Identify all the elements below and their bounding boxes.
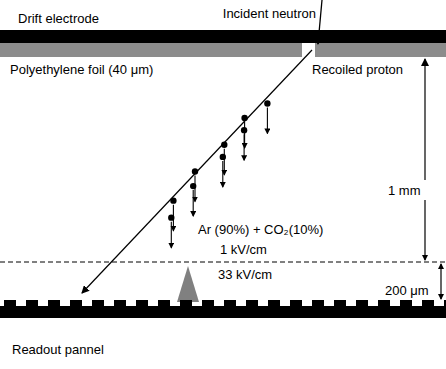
dimension-line: [440, 264, 441, 281]
electrode-label: Drift electrode: [18, 11, 99, 26]
drift-arrow: [171, 222, 172, 248]
drift-arrow: [224, 149, 225, 175]
readout-pads: [0, 300, 446, 306]
drift-arrow: [193, 190, 194, 216]
electron-dot: [241, 115, 247, 121]
drift-arrow: [267, 107, 268, 133]
panel-label: Readout pannel: [12, 342, 104, 357]
electron-dot: [241, 127, 247, 133]
drift-arrow: [222, 161, 223, 187]
gas-label: Ar (90%) + CO₂(10%): [198, 222, 323, 237]
mesh-line: [0, 262, 446, 263]
drift-electrode: [0, 30, 446, 43]
drift-arrow: [244, 134, 245, 160]
dimension-label: 1 mm: [388, 183, 421, 198]
avalanche: [177, 266, 199, 302]
proton-label: Recoiled proton: [312, 62, 403, 77]
electron-dot: [168, 214, 174, 220]
polyethylene-foil: [315, 43, 446, 57]
field-label: 33 kV/cm: [218, 267, 272, 282]
dimension-line: [424, 59, 425, 180]
readout-panel: [0, 306, 446, 318]
dimension-label: 200 μm: [385, 283, 429, 298]
proton-track: [82, 50, 312, 293]
dimension-line: [440, 281, 441, 299]
dimension-line: [424, 200, 425, 260]
polyethylene-foil: [0, 43, 302, 57]
electron-dot: [264, 100, 270, 106]
electron-dot: [190, 183, 196, 189]
electron-dot: [192, 168, 198, 174]
neutron-label: Incident neutron: [223, 6, 316, 21]
neutron-arrow: [318, 0, 322, 44]
electron-dot: [220, 154, 226, 160]
field-label: 1 kV/cm: [220, 242, 267, 257]
foil-label: Polyethylene foil (40 μm): [10, 62, 153, 77]
electron-dot: [221, 142, 227, 148]
electron-dot: [170, 197, 176, 203]
